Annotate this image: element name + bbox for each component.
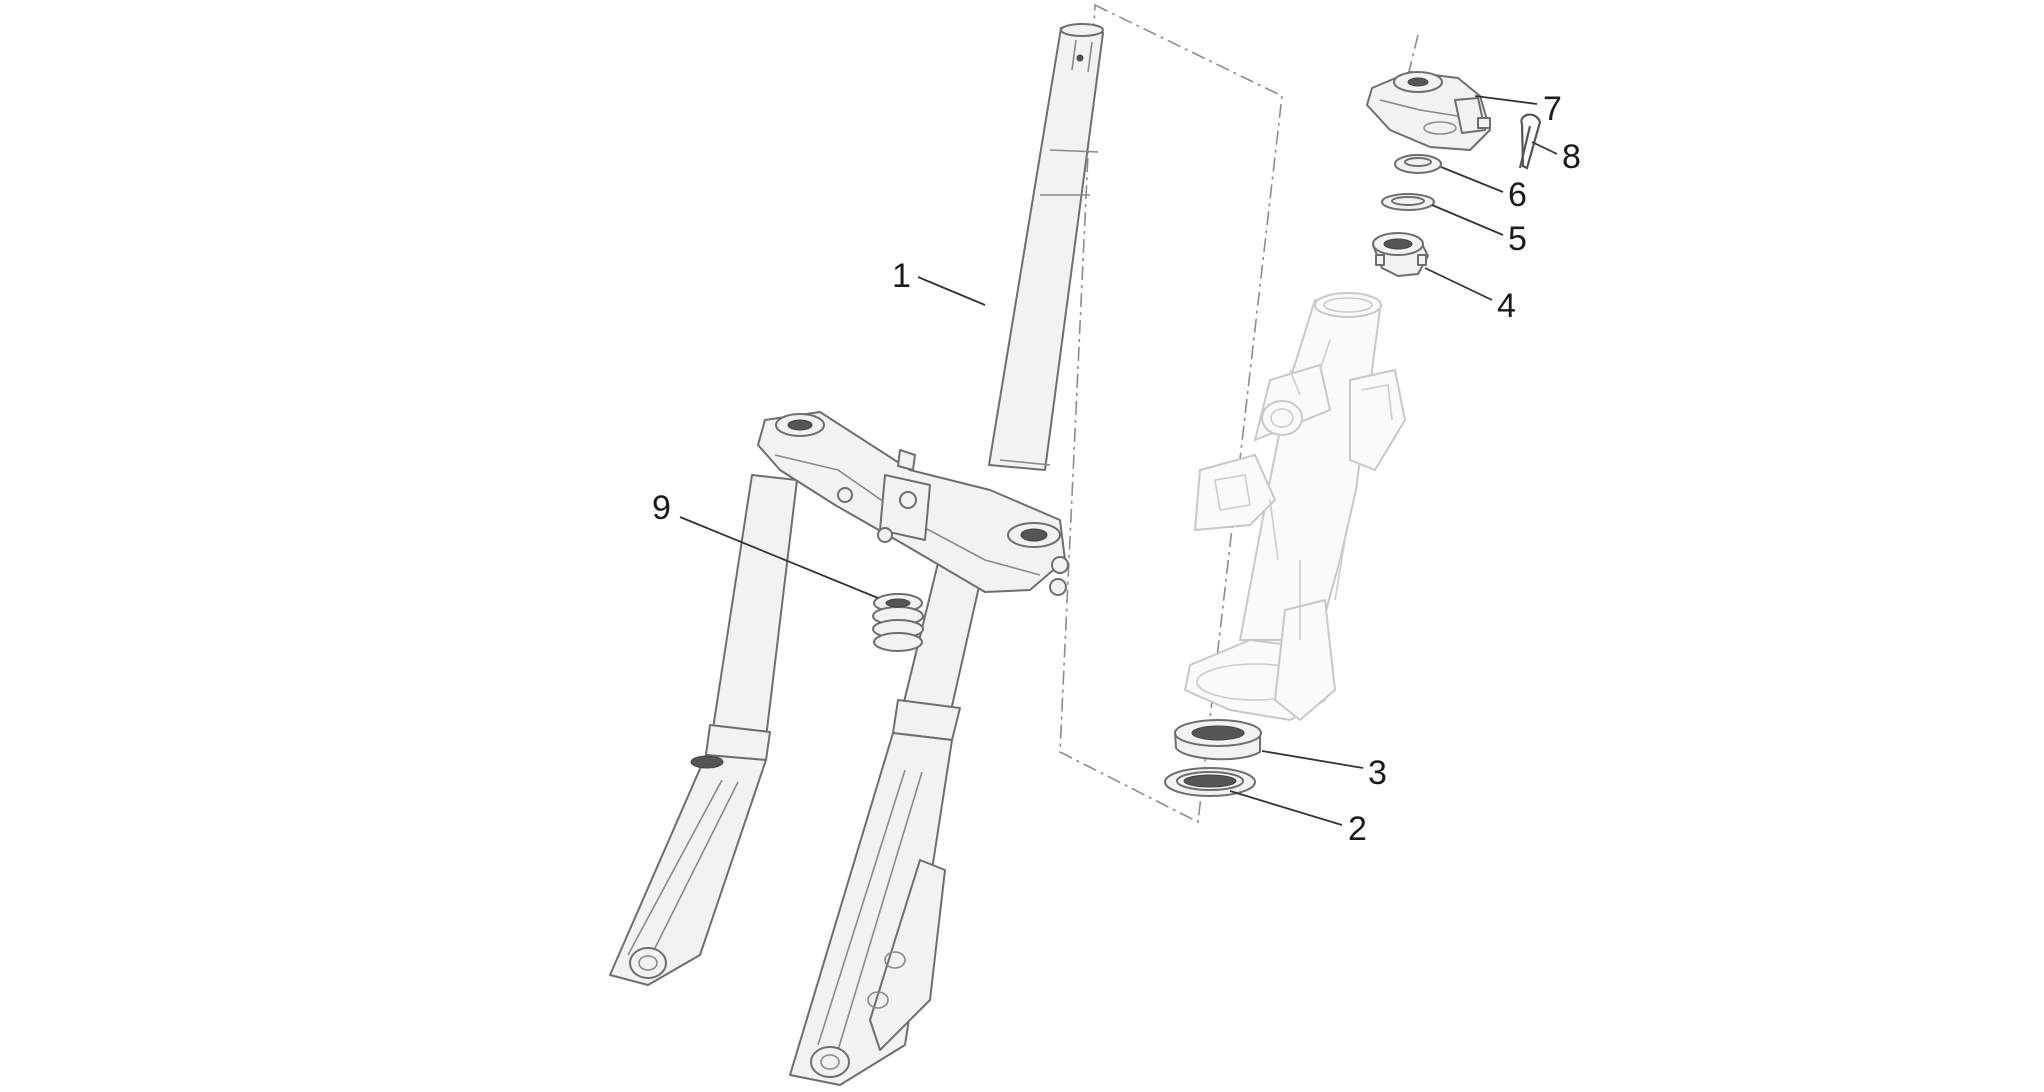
leader-line-6 [1440,166,1504,193]
leader-line-5 [1431,204,1504,236]
steering-column-frame [1183,292,1407,722]
callout-3: 3 [1368,754,1387,792]
callout-2: 2 [1348,810,1367,848]
leader-line-3 [1261,750,1364,769]
leader-line-7 [1474,95,1538,105]
part-8-cotter-pin [1518,113,1542,170]
callout-9: 9 [652,489,671,527]
callout-4: 4 [1497,287,1516,325]
assembly-boundary [1059,3,1283,824]
leader-line-8 [1531,141,1558,155]
fork-assembly [609,23,1104,1086]
leader-line-4 [1424,267,1493,301]
callout-5: 5 [1508,220,1527,258]
callout-8: 8 [1562,138,1581,176]
part-2-bearing-race [1164,767,1256,797]
leader-line-9 [679,516,879,599]
leader-line-1 [917,276,986,306]
leader-line-2 [1229,790,1343,826]
part-9-spring-set [872,593,924,652]
part-6-lock-washer [1394,154,1442,174]
callout-1: 1 [892,257,911,295]
part-4-ring-nut [1372,232,1429,277]
callout-6: 6 [1508,176,1527,214]
callout-7: 7 [1543,90,1562,128]
part-3-bearing-race [1174,719,1262,761]
part-7-top-cover [1366,71,1491,151]
part-5-washer [1381,193,1435,211]
